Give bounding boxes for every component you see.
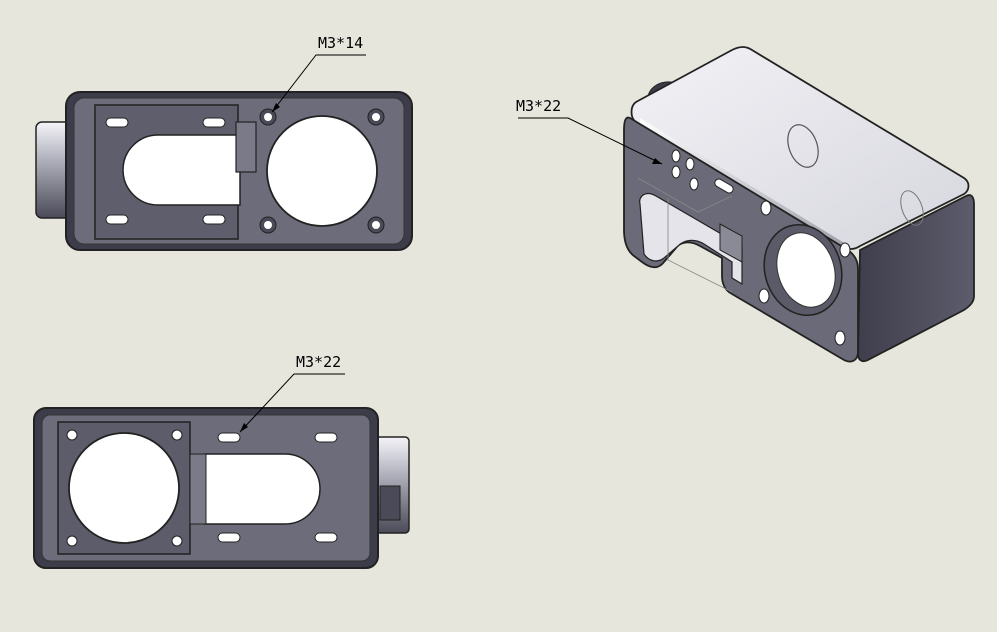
top-view-slot <box>122 134 241 206</box>
iso-view-callout: M3*22 <box>516 97 561 115</box>
top-view-leader-line <box>271 54 366 113</box>
bottom-view-callout: M3*22 <box>296 353 341 371</box>
iso-view-slot-hole <box>671 149 681 163</box>
bottom-view-slot-hole <box>314 432 338 443</box>
iso-view-side-face <box>857 194 975 363</box>
top-view-mount-hole-center <box>264 221 272 229</box>
iso-view-mount-hole <box>760 200 772 216</box>
iso-view-hidden-circle <box>787 124 819 168</box>
top-view-slot-hole <box>105 117 129 128</box>
bottom-view-slot-hole <box>217 532 241 543</box>
iso-view-mount-hole <box>839 242 851 258</box>
iso-view-cavity <box>639 192 743 286</box>
iso-view-mount-hole <box>758 288 770 304</box>
bottom-view-leader-line <box>239 373 345 433</box>
bottom-view-mount-hole <box>171 429 183 441</box>
bottom-view-slot-hole <box>314 532 338 543</box>
iso-view-slot-hole <box>689 177 699 191</box>
bottom-view-slot <box>204 453 321 525</box>
bottom-view: M3*22 <box>33 353 410 569</box>
bottom-view-slot-tab <box>189 453 207 525</box>
top-view-slot-hole <box>202 214 226 225</box>
top-view-mount-hole-center <box>372 113 380 121</box>
top-view: M3*14 <box>35 34 413 251</box>
iso-view-construction-line <box>637 177 733 213</box>
iso-view-construction-line <box>667 198 733 293</box>
top-view-mount-hole-center <box>372 221 380 229</box>
iso-view-top-face <box>630 46 970 250</box>
bottom-view-motor-bore <box>68 432 180 544</box>
bottom-view-mount-hole <box>171 535 183 547</box>
iso-view-motor-bore-inner <box>776 232 836 308</box>
bottom-view-mount-hole <box>66 535 78 547</box>
iso-view-slot-hole <box>685 157 695 171</box>
iso-view-slot-hole <box>714 178 734 194</box>
iso-view-mount-hole <box>834 330 846 346</box>
iso-view: M3*22 <box>516 46 975 363</box>
iso-view-leader-arrow <box>652 158 662 164</box>
iso-view-leader-line <box>518 117 663 165</box>
iso-view-tab <box>719 223 743 263</box>
top-view-leader-arrow <box>272 103 280 112</box>
bottom-view-leader-arrow <box>240 423 248 432</box>
top-view-motor-bore <box>266 115 378 227</box>
bottom-view-slot-hole <box>217 432 241 443</box>
bottom-view-boss-tab <box>379 485 401 521</box>
top-view-tab <box>235 121 257 173</box>
iso-view-slot-hole <box>671 165 681 179</box>
bottom-view-mount-hole <box>66 429 78 441</box>
top-view-slot-hole <box>202 117 226 128</box>
top-view-callout: M3*14 <box>318 34 363 52</box>
top-view-mount-hole-center <box>264 113 272 121</box>
top-view-slot-hole <box>105 214 129 225</box>
iso-view-hidden-circle <box>900 190 924 226</box>
